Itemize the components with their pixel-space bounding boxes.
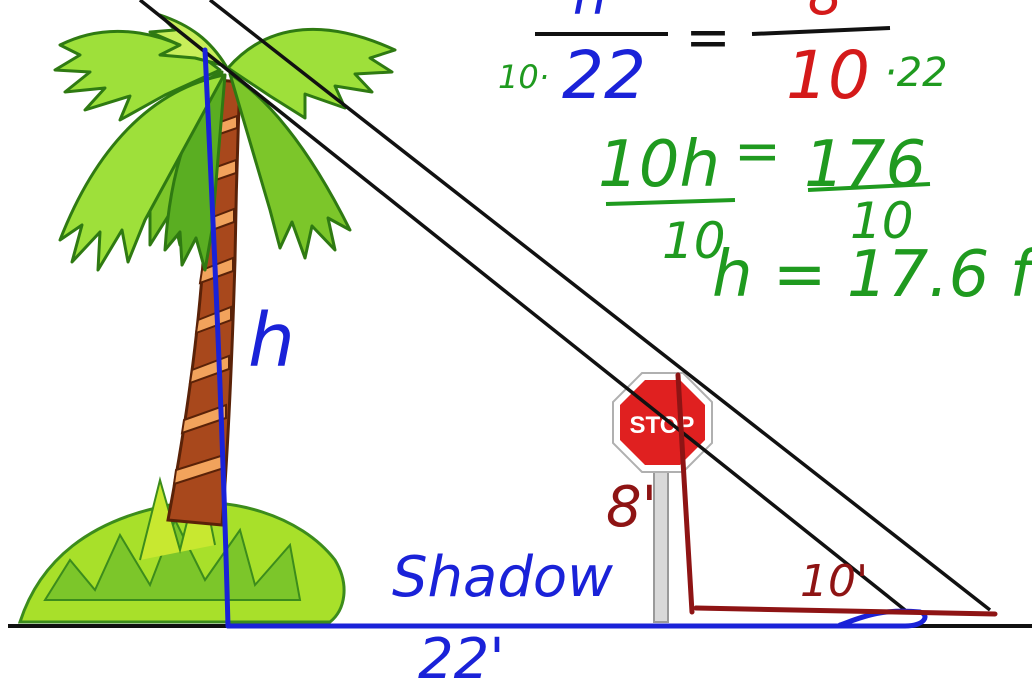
step-lhs-denominator: 10: [662, 212, 726, 270]
proportion-left-multiplier: 10·: [498, 58, 549, 96]
sign-height-label: 8': [606, 475, 657, 540]
proportion-right-multiplier: ·22: [884, 50, 948, 96]
tree-height-line: [202, 47, 231, 629]
result-equation: h = 17.6 ft: [712, 238, 1032, 312]
sign-height-line: [675, 372, 695, 615]
solving-step: 10h = 176 10 10: [598, 119, 931, 270]
step-rhs-denominator: 10: [850, 192, 914, 250]
proportion-equals: =: [685, 6, 730, 69]
step-rhs-bar: [807, 182, 931, 192]
proportion-equation: h = 8 10· 22 10 ·22: [498, 0, 948, 114]
proportion-right-denominator: 10: [786, 37, 870, 114]
step-lhs-numerator: 10h: [598, 128, 720, 202]
step-lhs-bar: [605, 198, 736, 206]
tree-height-label: h: [248, 298, 295, 384]
proportion-right-bar: [751, 26, 891, 36]
step-equals: =: [734, 119, 781, 184]
sign-shadow-line: [693, 605, 998, 617]
shadow-word-label: Shadow: [392, 545, 613, 610]
proportion-left-denominator: 22: [562, 37, 646, 114]
proportion-left-numerator: h: [573, 0, 607, 27]
sun-ray-sign: [208, 0, 992, 612]
shadow-length-label: 22': [418, 627, 505, 682]
sun-ray-tree: [138, 0, 907, 612]
proportion-right-numerator: 8: [808, 0, 842, 27]
sign-shadow-label: 10': [800, 556, 868, 607]
